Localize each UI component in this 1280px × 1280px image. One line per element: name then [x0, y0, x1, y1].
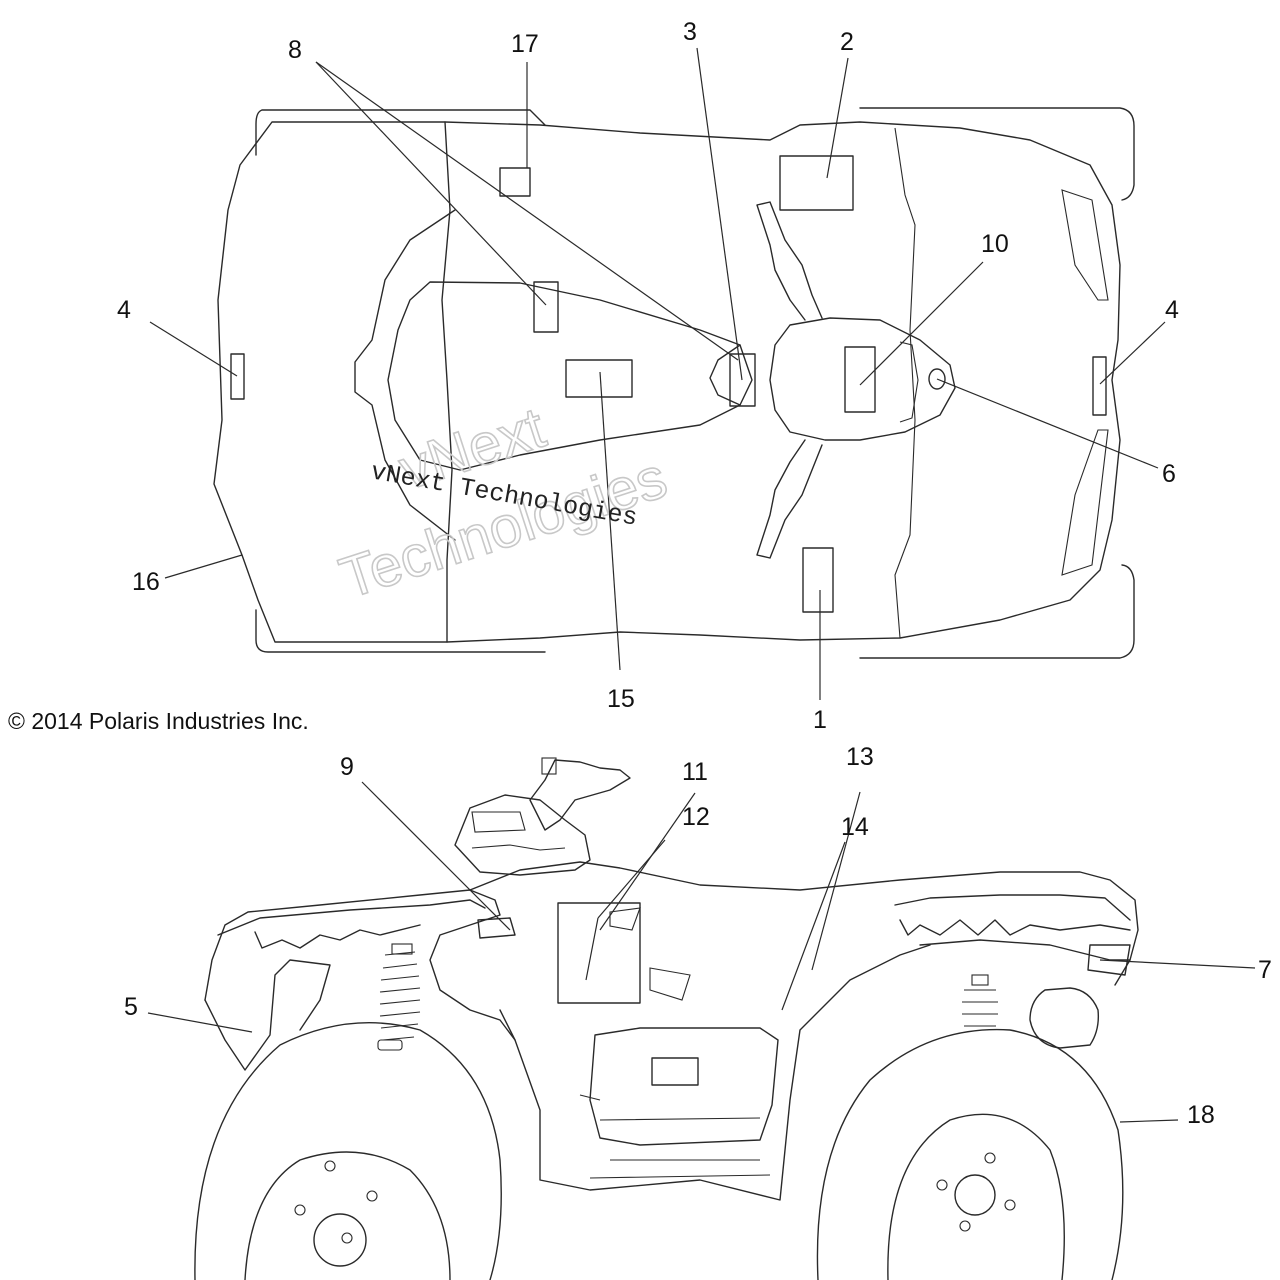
rear-fender-outline: [213, 121, 453, 643]
callout-14: 14: [841, 813, 869, 841]
callout-5: 5: [124, 993, 138, 1021]
handlebar-left-grip: [756, 201, 823, 321]
front-fender-lower: [919, 939, 1131, 976]
atv-top-view: [213, 107, 1135, 659]
side-view-leaders: [147, 781, 1256, 1123]
callout-10: 10: [981, 230, 1009, 258]
callout-17: 17: [511, 30, 539, 58]
side-panel: [499, 944, 931, 1201]
seat-front-bump: [709, 344, 741, 406]
decal-3: [729, 353, 756, 407]
footwell: [589, 1027, 779, 1146]
rear-shock-spring: [377, 943, 421, 1051]
front-headlight: [1029, 987, 1100, 1049]
rear-wheel: [194, 1022, 502, 1280]
fender-seam-front: [894, 127, 916, 639]
handlebar-clamp: [541, 757, 557, 775]
handlebar-pod: [769, 317, 956, 441]
body-side-outline: [469, 861, 1139, 986]
callout-numbers: 17 8 3 2 10 4 4 6 16 15 1 11 9 12 13 14 …: [117, 18, 1272, 1129]
front-vent-lower: [1061, 429, 1109, 576]
front-wheel: [816, 1028, 1124, 1280]
decal-vent-side: [649, 967, 691, 1001]
callout-9: 9: [340, 753, 354, 781]
body-outline: [444, 121, 1121, 643]
seat-outline: [387, 281, 753, 471]
top-view-leaders: [149, 47, 1166, 700]
callout-15: 15: [607, 685, 635, 713]
decal-2: [779, 155, 854, 211]
callout-13: 13: [846, 743, 874, 771]
footwell-detail: [579, 1094, 771, 1179]
decal-1: [802, 547, 834, 613]
console-detail: [471, 811, 566, 851]
handlebar-right-grip: [756, 439, 823, 559]
callout-7: 7: [1258, 956, 1272, 984]
decal-11: [609, 907, 641, 931]
callout-18: 18: [1187, 1101, 1215, 1129]
rear-mudguard: [204, 959, 331, 1071]
callout-3: 3: [683, 18, 697, 46]
callout-8: 8: [288, 36, 302, 64]
decal-15: [565, 359, 633, 398]
callout-4-front: 4: [1165, 296, 1179, 324]
callout-4-rear: 4: [117, 296, 131, 324]
callout-1: 1: [813, 706, 827, 734]
front-shock-spring: [962, 974, 998, 1027]
decal-4-front: [1092, 356, 1107, 416]
decal-8: [533, 281, 559, 333]
decal-10: [844, 346, 876, 413]
rear-rack-frame: [255, 109, 546, 653]
front-fender-side: [894, 894, 1131, 936]
callout-11: 11: [682, 758, 708, 786]
decal-side-panel: [651, 1057, 699, 1086]
front-vent-upper: [1061, 189, 1109, 301]
rear-rack-side: [217, 899, 486, 949]
callout-2: 2: [840, 28, 854, 56]
callout-16: 16: [132, 568, 160, 596]
front-rack-frame: [859, 107, 1135, 659]
callout-6: 6: [1162, 460, 1176, 488]
decal-12: [557, 902, 641, 1004]
seat-outer: [354, 209, 456, 541]
atv-side-view: [194, 757, 1139, 1280]
rear-fender-side: [204, 889, 516, 1041]
decal-17: [499, 167, 531, 197]
decal-4-rear: [230, 353, 245, 400]
console-top: [454, 794, 591, 876]
decal-6: [928, 368, 946, 390]
handlebar-side: [529, 759, 631, 831]
copyright-notice: © 2014 Polaris Industries Inc.: [8, 708, 309, 734]
pod-visor: [899, 341, 919, 423]
callout-12: 12: [682, 803, 710, 831]
